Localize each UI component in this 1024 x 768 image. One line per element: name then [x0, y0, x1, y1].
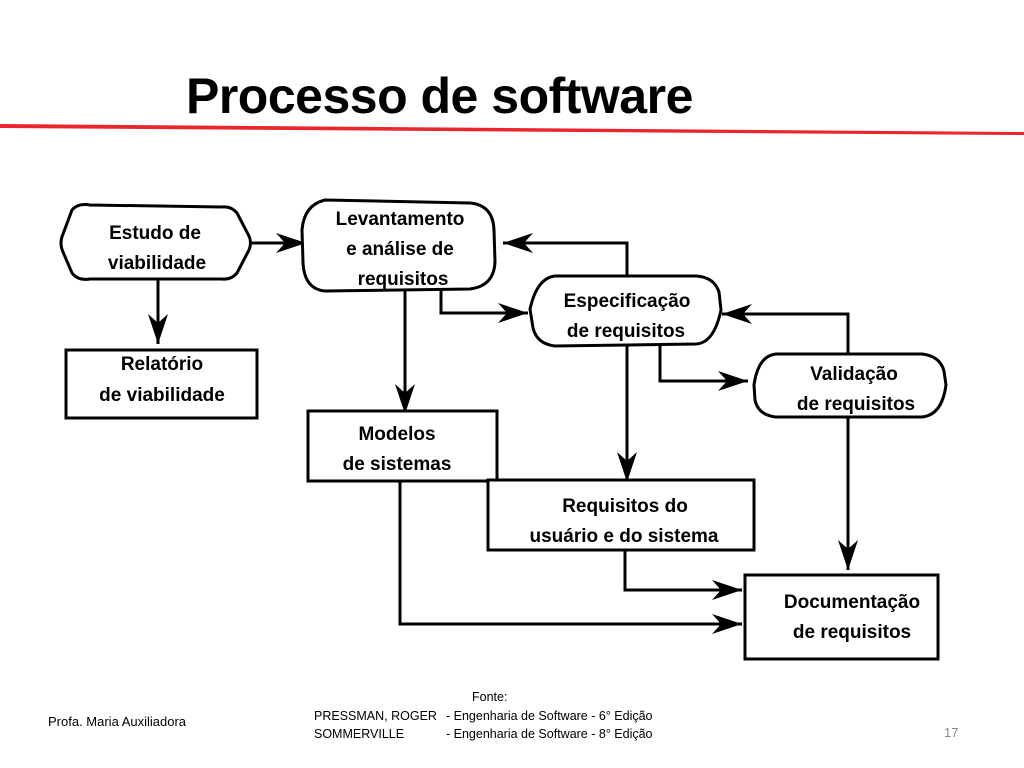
footer-source-text: - Engenharia de Software - 8° Edição [446, 727, 653, 741]
title-underline [0, 124, 1024, 135]
edge-especificacao-validacao [658, 345, 748, 391]
edge-modelos-documentacao [398, 481, 742, 634]
label-levantamento-line3: requisitos [358, 269, 449, 290]
footer-source-author: PRESSMAN, ROGER [314, 708, 437, 723]
process-diagram: Estudo de viabilidade Levantamento e aná… [59, 198, 948, 661]
label-relatorio-line2: de viabilidade [99, 385, 225, 406]
footer-source-title: Fonte: [472, 690, 508, 704]
label-validacao-line2: de requisitos [797, 394, 915, 415]
label-levantamento-line1: Levantamento [336, 209, 465, 230]
node-validacao [752, 352, 948, 419]
footer-sources: Fonte: PRESSMAN, ROGER - Engenharia de So… [314, 688, 694, 744]
page-number: 17 [944, 725, 959, 740]
footer-source-text: - Engenharia de Software - 6° Edição [446, 708, 653, 723]
edge-especificacao-levantamento [503, 233, 629, 276]
label-modelos-line2: de sistemas [343, 454, 452, 475]
label-levantamento-line2: e análise de [346, 239, 454, 260]
label-requisitos-line1: Requisitos do [562, 496, 688, 517]
edge-validacao-especificacao [722, 304, 850, 354]
label-relatorio-line1: Relatório [121, 354, 203, 375]
label-estudo-line1: Estudo de [109, 223, 201, 244]
node-estudo-de-viabilidade [59, 203, 252, 281]
label-especificacao-line2: de requisitos [567, 321, 685, 342]
footer-source-author: SOMMERVILLE [314, 727, 405, 741]
node-levantamento [300, 198, 497, 293]
edge-requisitos-documentacao [623, 550, 742, 600]
footer-author: Profa. Maria Auxiliadora [48, 714, 187, 729]
label-modelos-line1: Modelos [358, 424, 435, 445]
label-estudo-line2: viabilidade [108, 253, 206, 274]
label-requisitos-line2: usuário e do sistema [529, 526, 718, 547]
label-documentacao-line2: de requisitos [793, 622, 911, 643]
edge-levantamento-especificacao [439, 289, 528, 323]
label-validacao-line1: Validação [810, 364, 898, 385]
label-documentacao-line1: Documentação [784, 592, 920, 613]
page-title: Processo de software [186, 68, 693, 124]
label-especificacao-line1: Especificação [564, 291, 691, 312]
node-documentacao [743, 573, 940, 661]
footer-source-line: PRESSMAN, ROGER - Engenharia de Software … [314, 707, 694, 726]
node-relatorio [64, 348, 259, 420]
node-requisitos-usuario [486, 478, 756, 552]
footer-source-line: SOMMERVILLE - Engenharia de Software - 8°… [314, 725, 694, 744]
node-modelos [306, 409, 499, 483]
node-especificacao [528, 274, 723, 348]
